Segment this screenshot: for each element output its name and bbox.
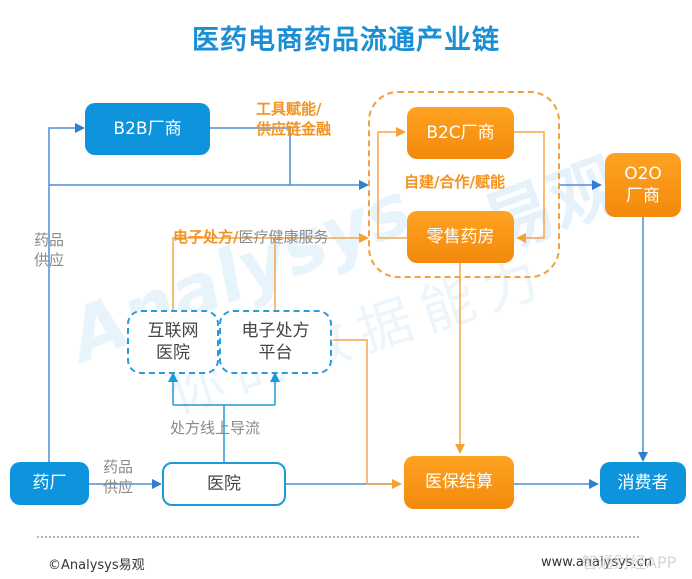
label-eprescription-part: 电子处方/ <box>173 228 239 247</box>
node-b2b-vendor[interactable]: B2B厂商 <box>85 103 210 155</box>
label-drug-supply-bottom: 药品 供应 <box>103 458 134 497</box>
node-insurance-settlement[interactable]: 医保结算 <box>404 456 514 509</box>
edge-internet-hospital-up <box>172 233 369 310</box>
label-eprescription-health: 电子处方/医疗健康服务 <box>173 207 329 248</box>
label-self-build: 自建/合作/赋能 <box>404 173 505 191</box>
label-drug-supply-left: 药品 供应 <box>34 231 65 270</box>
label-tool-enablement: 工具赋能/ 供应链金融 <box>256 100 332 139</box>
edge-b2b-to-group <box>210 127 291 185</box>
page-title: 医药电商药品流通产业链 <box>192 25 500 56</box>
edge-factory-up <box>48 123 85 462</box>
edge-retail-to-b2c <box>377 127 408 239</box>
edge-b2c-to-retail <box>514 131 545 243</box>
node-pharma-factory[interactable]: 药厂 <box>10 462 89 505</box>
node-b2c-vendor[interactable]: B2C厂商 <box>407 107 514 159</box>
node-o2o-vendor[interactable]: O2O 厂商 <box>605 153 681 217</box>
node-hospital[interactable]: 医院 <box>162 462 286 506</box>
footer-copyright: ©Analysys易观 <box>48 558 145 573</box>
edge-eprescription-to-insurance <box>333 339 402 489</box>
node-eprescription-platform[interactable]: 电子处方 平台 <box>219 310 332 374</box>
footer-overlay-watermark: 智通财经APP <box>582 553 677 572</box>
node-consumer[interactable]: 消费者 <box>600 462 686 504</box>
b2c-retail-group <box>368 91 560 278</box>
node-retail-pharmacy[interactable]: 零售药房 <box>407 211 514 263</box>
node-internet-hospital[interactable]: 互联网 医院 <box>127 310 219 374</box>
label-prescription-flow: 处方线上导流 <box>170 419 261 437</box>
label-health-service-part: 医疗健康服务 <box>238 228 329 247</box>
footer-url[interactable]: www.analysys.cn <box>541 555 653 570</box>
footer-divider <box>37 536 639 538</box>
